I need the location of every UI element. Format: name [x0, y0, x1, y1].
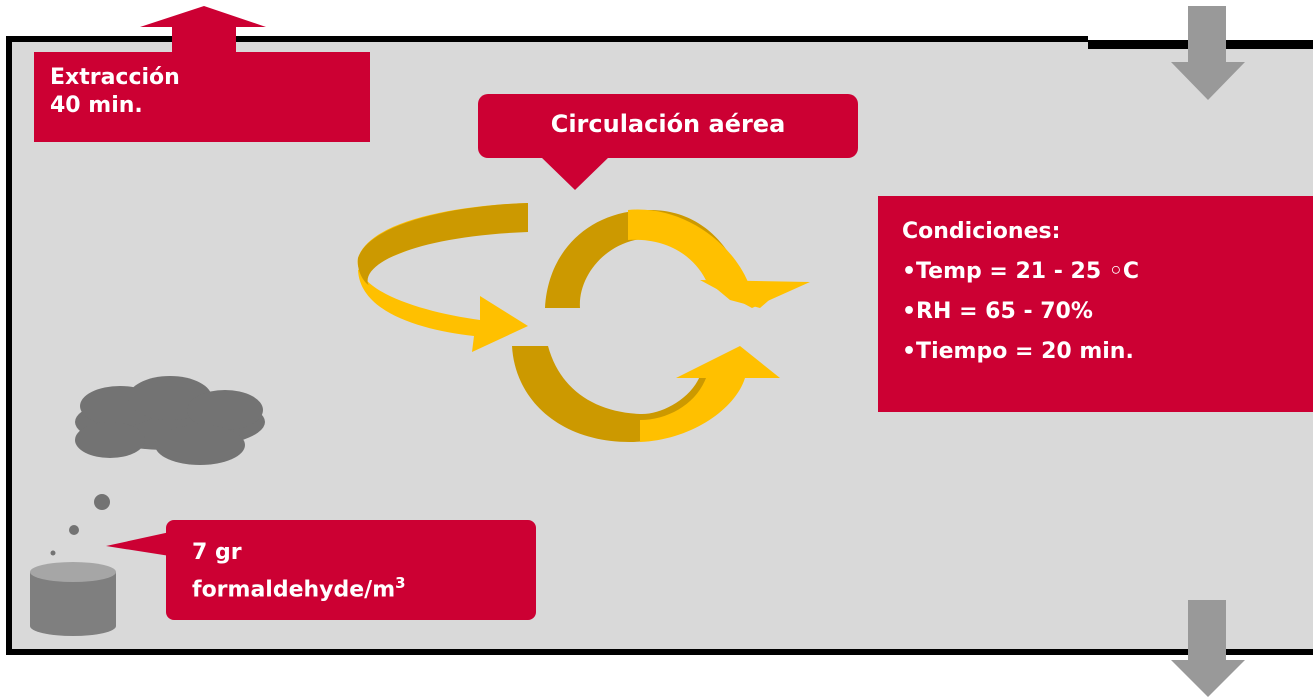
condition-item-rh: •RH = 65 - 70% [902, 299, 1093, 324]
bubble [69, 525, 79, 535]
extraction-label: Extracción 40 min. [50, 64, 180, 120]
condition-item-temp: •Temp = 21 - 25 ◦C [902, 259, 1140, 284]
extraction-line-1: Extracción [50, 65, 180, 90]
circulation-callout-pointer [540, 156, 610, 190]
condition-item-time: •Tiempo = 20 min. [902, 339, 1134, 364]
container-icon [30, 562, 116, 636]
extraction-line-2: 40 min. [50, 93, 143, 118]
source-label: 7 gr formaldehyde/m3 [192, 538, 406, 605]
up-arrow-icon [140, 6, 266, 60]
source-line-2: formaldehyde/m3 [192, 568, 406, 605]
source-unit-superscript: 3 [395, 574, 406, 592]
down-arrow-icon [1171, 600, 1245, 697]
source-line-1: 7 gr [192, 540, 242, 565]
circulation-arrows-icon [357, 203, 810, 442]
cloud-icon [75, 376, 265, 465]
bubble [50, 550, 56, 556]
bubble [94, 494, 110, 510]
conditions-title: Condiciones: [902, 219, 1061, 244]
conditions-box [878, 196, 1313, 412]
circulation-label: Circulación aérea [550, 110, 786, 138]
source-callout-pointer [106, 532, 170, 556]
source-callout [166, 520, 536, 620]
source-unit-text: formaldehyde/m [192, 577, 396, 603]
extraction-callout [34, 52, 370, 142]
conditions-text: Condiciones: •Temp = 21 - 25 ◦C •RH = 65… [902, 212, 1139, 372]
circulation-callout [478, 94, 858, 158]
down-arrow-icon [1171, 6, 1245, 100]
